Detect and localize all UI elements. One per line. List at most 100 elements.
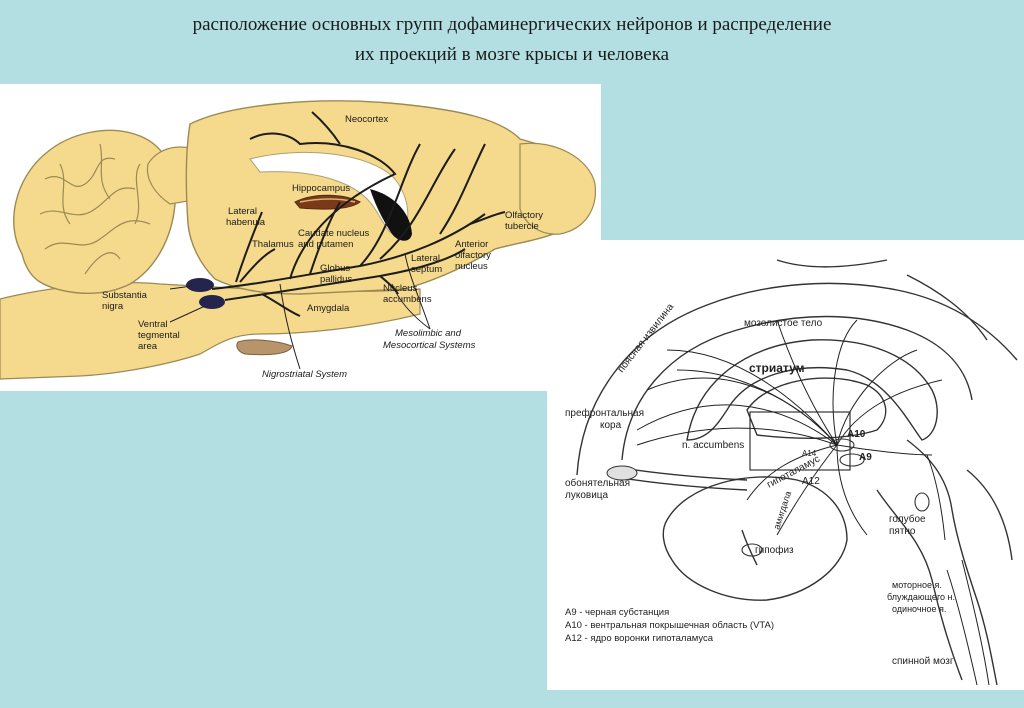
human-pituitary-gland (741, 543, 763, 557)
human-label-a14: A14 (802, 449, 817, 458)
rat-tract-neocortex (311, 111, 341, 145)
human-pituitary (741, 529, 758, 566)
human-cingulate-contour (621, 315, 973, 461)
rat-tract-accumbens (379, 275, 399, 295)
human-top-line (776, 259, 888, 268)
rat-label-thalamus: Thalamus (252, 239, 294, 250)
human-top-right (906, 274, 988, 341)
human-label-pituitary: гипофиз (755, 544, 794, 556)
rat-label-vta-3: area (138, 341, 158, 352)
human-temporal-lobe (662, 476, 848, 601)
rat-brain-svg: Neocortex Hippocampus Lateral habenula T… (0, 100, 597, 380)
rat-pointer-mesolimbic (391, 283, 431, 330)
human-label-locus-1: голубое (889, 513, 926, 525)
human-label-striatum: стриатум (749, 361, 805, 375)
rat-label-amygdala: Amygdala (307, 303, 350, 314)
human-label-a12: A12 (802, 476, 820, 487)
rat-tract-main (211, 213, 486, 290)
rat-label-vta-2: tegmental (138, 330, 180, 341)
rat-label-neocortex: Neocortex (345, 114, 389, 125)
rat-pointer-mesolimbic2 (404, 253, 431, 330)
rat-label-caudate-1: Caudate nucleus (298, 228, 370, 239)
human-projection-fibers (636, 319, 946, 541)
rat-olfactory-bulb (519, 142, 597, 235)
human-brain-svg: поясная извилина мозолистое тело стриату… (565, 259, 1018, 686)
rat-vta-nucleus (199, 295, 225, 309)
rat-cerebellum-folia (39, 143, 151, 275)
human-label-locus-2: пятно (889, 526, 916, 537)
human-olfactory-tract2 (621, 477, 748, 491)
human-label-prefrontal-2: кора (600, 420, 622, 431)
rat-label-vta-1: Ventral (138, 319, 168, 330)
rat-label-nigrostriatal: Nigrostriatal System (262, 369, 347, 380)
rat-label-globus-2: pallidus (320, 274, 352, 285)
human-label-accumbens: n. accumbens (682, 440, 744, 451)
human-label-vagus-3: одиночное я. (892, 604, 946, 614)
human-a10-nucleus (829, 438, 855, 452)
rat-tract-cortex4 (439, 143, 486, 235)
rat-label-anterior-olf-3: nucleus (455, 261, 488, 272)
human-label-corpus-callosum: мозолистое тело (744, 318, 823, 329)
rat-tract-cortex3 (249, 132, 397, 280)
rat-pointer-vta (169, 305, 206, 323)
rat-label-caudate-2: and putamen (298, 239, 353, 250)
rat-label-olfactory-tubercle-1: Olfactory (505, 210, 543, 221)
rat-label-substantia-2: nigra (102, 301, 124, 312)
human-label-olfactory-bulb-2: луковица (565, 490, 609, 501)
rat-label-lateral-septum-1: Lateral (411, 253, 440, 264)
human-label-prefrontal-1: префронтальная (565, 407, 644, 419)
title-line-1: расположение основных групп дофаминергич… (192, 14, 832, 35)
rat-label-mesolimbic-2: Mesocortical Systems (383, 340, 476, 351)
human-spinal-line2 (961, 559, 990, 686)
rat-substantia-nigra-nucleus (186, 278, 214, 292)
human-locus-coeruleus (914, 492, 930, 512)
human-label-spinal-cord: спинной мозг (892, 656, 954, 667)
rat-hippocampus-inner (299, 198, 356, 203)
rat-label-nucleus-acc-2: accumbens (383, 294, 432, 305)
slide-title: расположение основных групп дофаминергич… (40, 10, 984, 70)
rat-label-substantia-1: Substantia (102, 290, 148, 301)
human-label-cingulate: поясная извилина (616, 301, 677, 375)
rat-label-anterior-olf-1: Anterior (455, 239, 488, 250)
rat-label-nucleus-acc-1: Nucleus (383, 283, 418, 294)
rat-tract-olfactory (469, 211, 506, 225)
legend-item-a12: А12 - ядро воронки гипоталамуса (565, 633, 714, 644)
rat-pointer-nigrostriatal (279, 283, 301, 370)
rat-tract-hippocampus (309, 201, 341, 275)
rat-pituitary (236, 339, 293, 356)
human-spinal-line1 (946, 569, 978, 686)
human-olfactory-bulb (606, 465, 638, 481)
human-striatum-box (749, 411, 851, 471)
human-cerebellum (966, 469, 1013, 561)
rat-brainstem (0, 282, 421, 380)
human-label-a10: A10 (847, 429, 866, 440)
human-a9-nucleus (839, 453, 865, 467)
rat-tract-habenula (235, 211, 263, 283)
rat-label-lateral-habenula-2: habenula (226, 217, 266, 228)
rat-pointer-snigra (169, 285, 193, 290)
human-striatum-outline (746, 377, 887, 439)
title-line-2: их проекций в мозге крысы и человека (354, 44, 670, 65)
rat-tract-lower (224, 248, 466, 301)
rat-label-globus-1: Globus (320, 263, 350, 274)
rat-tract-cortex2 (379, 148, 456, 260)
rat-brain-diagram: Neocortex Hippocampus Lateral habenula T… (0, 84, 601, 391)
human-brainstem-left (876, 489, 963, 681)
rat-label-lateral-septum-2: septum (411, 264, 442, 275)
human-label-a9: A9 (859, 452, 872, 463)
rat-label-anterior-olf-2: olfactory (455, 250, 491, 261)
legend-item-a10: А10 - вентральная покрышечная область (V… (565, 620, 774, 631)
human-label-olfactory-bulb-1: обонятельная (565, 477, 630, 489)
human-legend: А9 - черная субстанция А10 - вентральная… (565, 607, 774, 644)
human-label-amygdala: амигдала (771, 490, 793, 531)
rat-label-mesolimbic-1: Mesolimbic and (395, 328, 462, 339)
legend-item-a9: А9 - черная субстанция (565, 607, 669, 618)
rat-label-hippocampus: Hippocampus (292, 183, 350, 194)
rat-label-olfactory-tubercle-2: tubercle (505, 221, 539, 232)
human-label-vagus-1: моторное я. (892, 580, 942, 590)
human-cortex-outline (576, 282, 1018, 476)
human-olfactory-tract (621, 467, 748, 481)
human-brainstem-right (906, 439, 998, 686)
rat-label-lateral-habenula-1: Lateral (228, 206, 257, 217)
rat-tract-thalamus (239, 248, 276, 283)
